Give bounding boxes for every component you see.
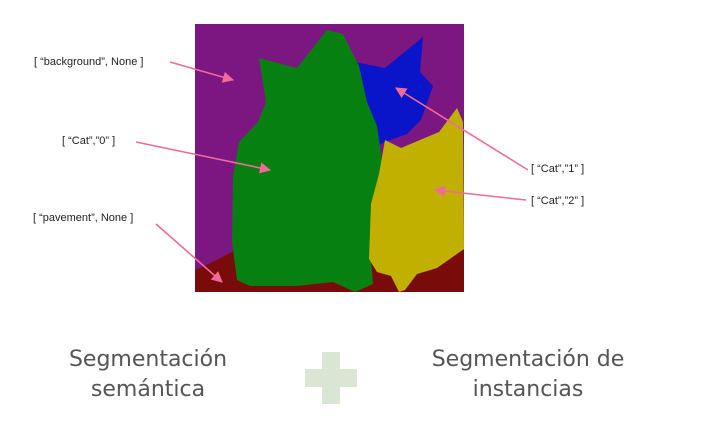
label-cat-0: [ “Cat”,”0” ] bbox=[62, 135, 116, 147]
semantic-caption-line1: Segmentación bbox=[68, 347, 228, 372]
cat-0-region bbox=[232, 30, 383, 292]
instance-caption-line1: Segmentación de bbox=[431, 347, 625, 372]
plus-icon bbox=[305, 352, 357, 404]
label-pavement: [ “pavement”, None ] bbox=[33, 212, 134, 224]
segmentation-image bbox=[195, 24, 464, 292]
semantic-segmentation-caption: Segmentación semántica bbox=[48, 345, 248, 405]
semantic-caption-line2: semántica bbox=[90, 377, 206, 402]
instance-caption-line2: instancias bbox=[472, 377, 584, 402]
label-cat-1: [ “Cat”,”1” ] bbox=[531, 163, 585, 175]
label-background: [ “background”, None ] bbox=[34, 56, 144, 68]
label-cat-2: [ “Cat”,”2” ] bbox=[531, 195, 585, 207]
instance-segmentation-caption: Segmentación de instancias bbox=[408, 345, 648, 405]
